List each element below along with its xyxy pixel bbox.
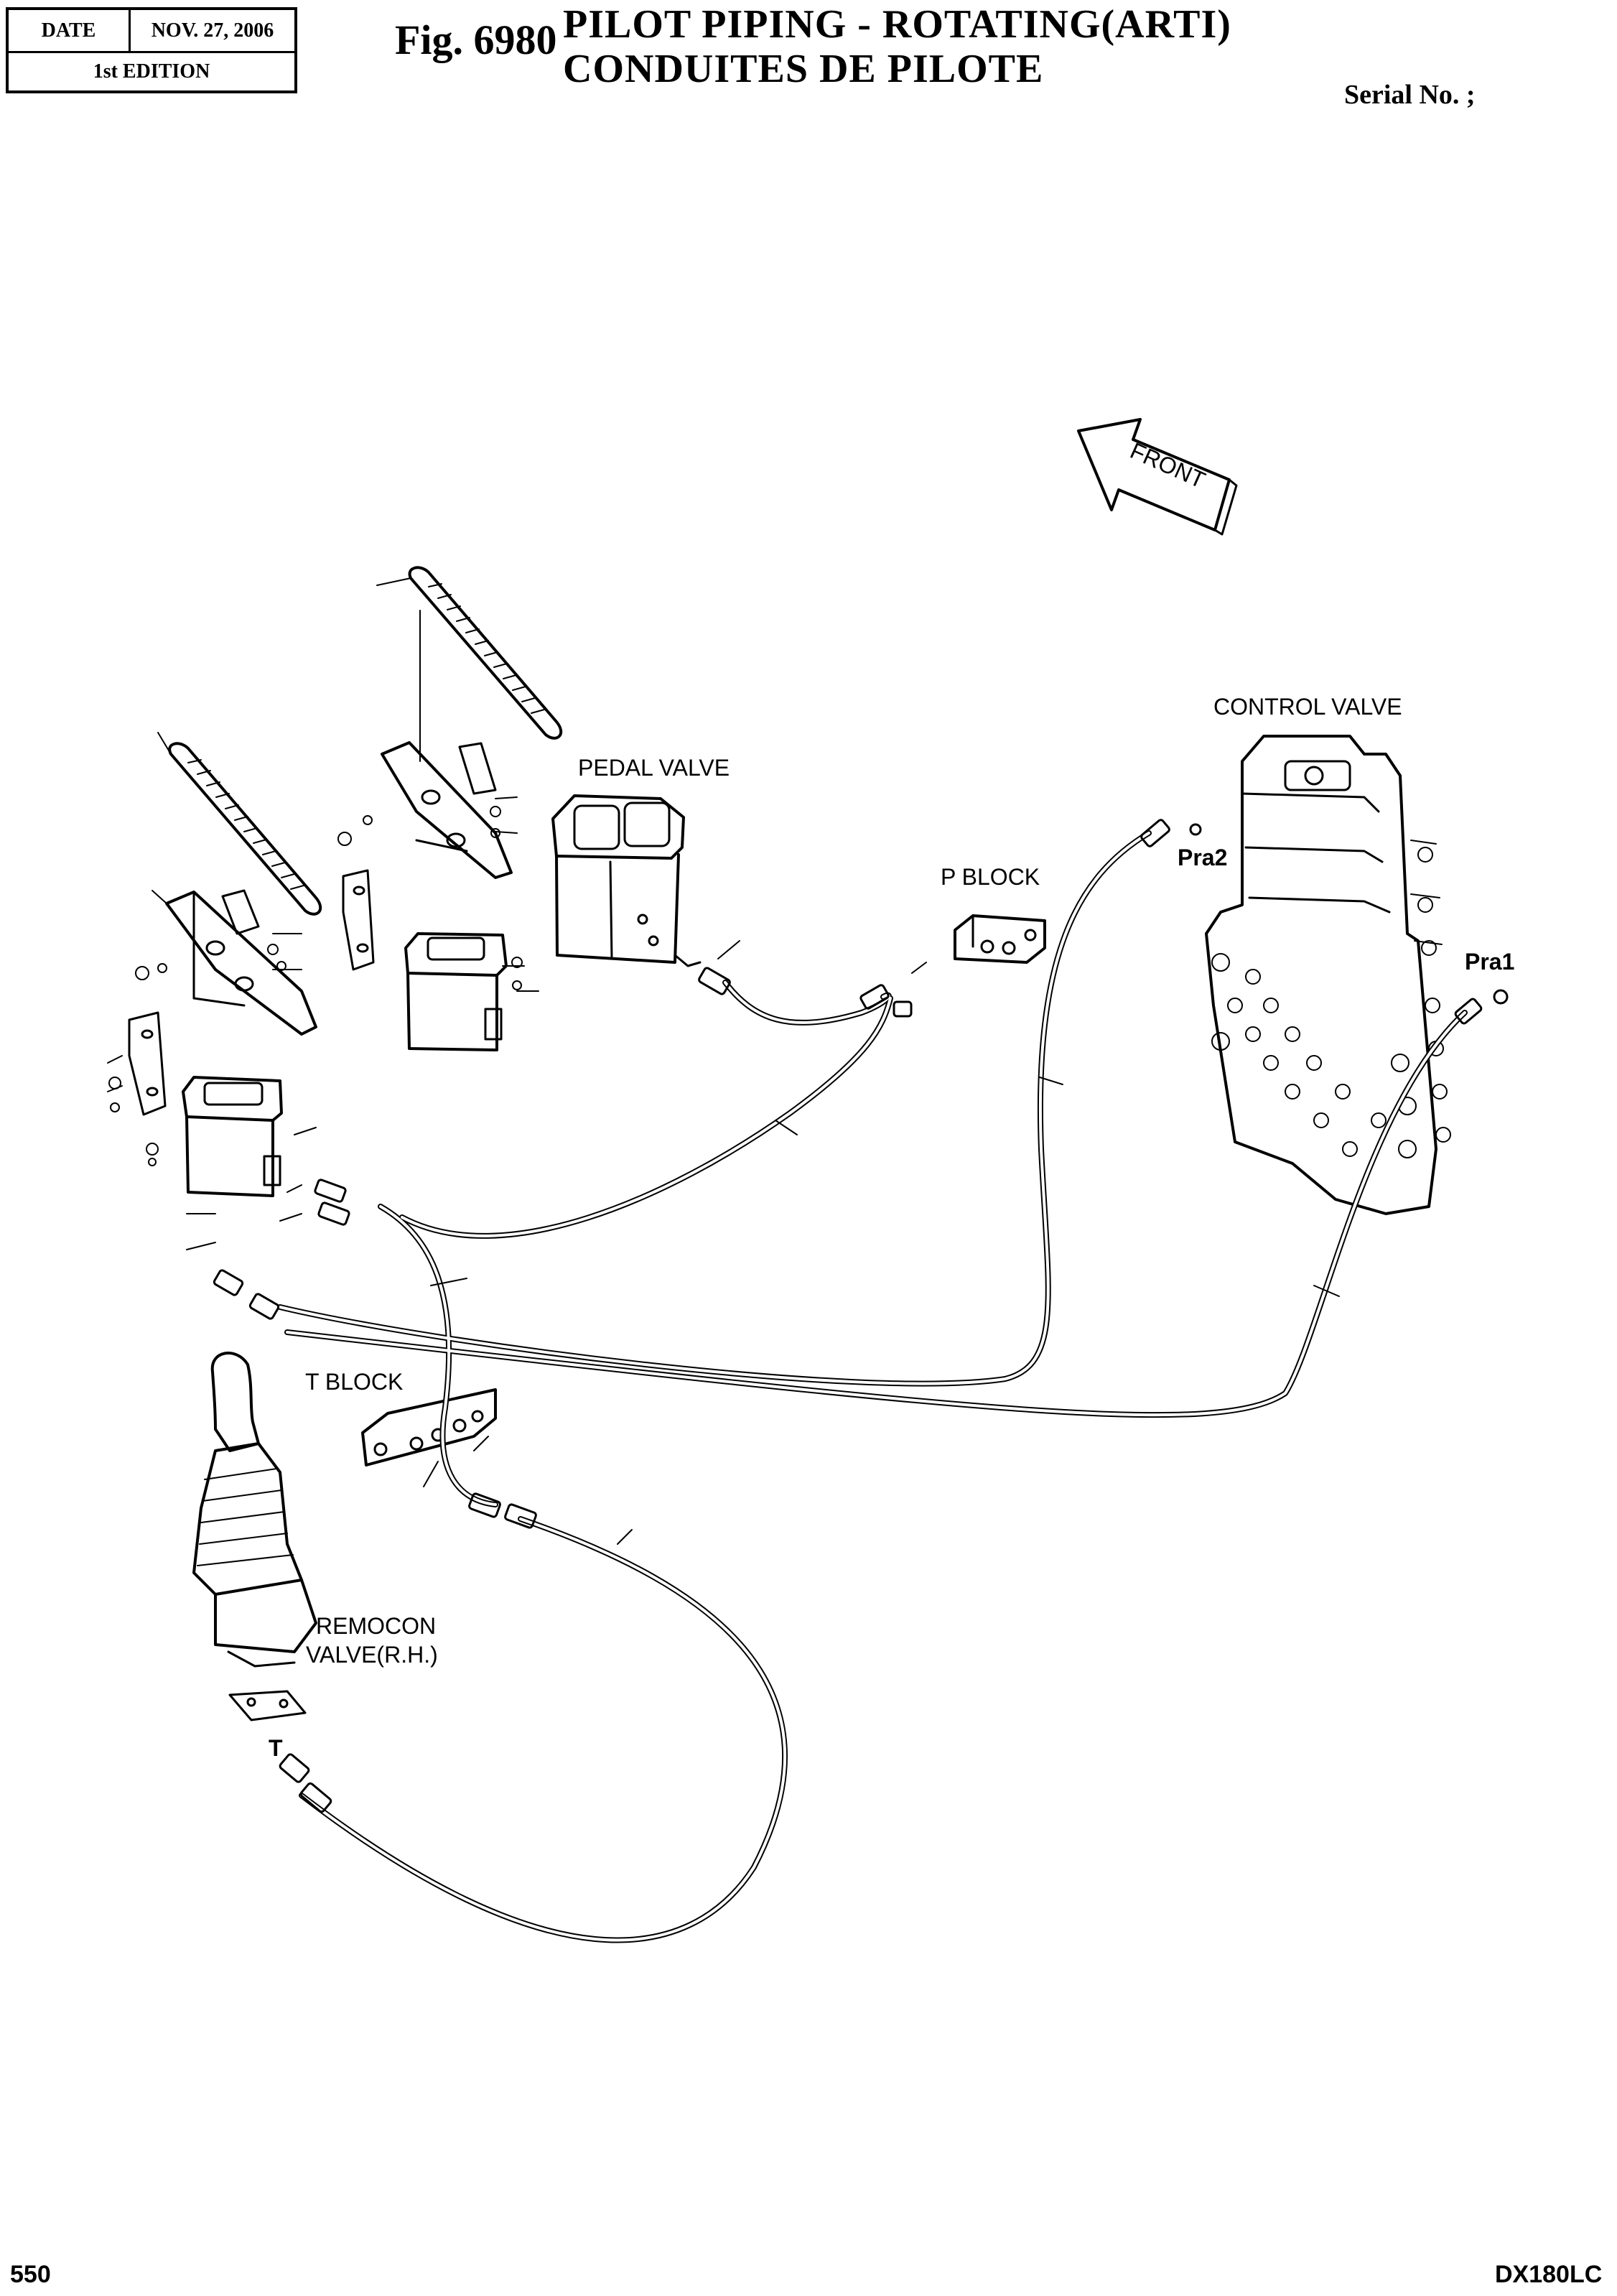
p-block <box>954 914 1046 964</box>
serial-number: Serial No. ; <box>1344 80 1476 110</box>
control-valve <box>1205 735 1451 1215</box>
front-arrow: FRONT <box>1077 418 1238 536</box>
date-label: DATE <box>9 10 131 53</box>
figure-number: Fig. 6980 <box>395 17 557 63</box>
bracket-right <box>342 869 375 971</box>
port-pra1-label: Pra1 <box>1465 949 1514 975</box>
page-number: 550 <box>10 2261 51 2288</box>
title-english: PILOT PIPING - ROTATING(ARTI) <box>563 2 1231 47</box>
remocon-valve <box>192 1352 317 1721</box>
remocon-label-line2: VALVE(R.H.) <box>306 1642 438 1668</box>
edition-label: 1st EDITION <box>93 60 210 83</box>
leader-lines <box>107 796 1340 1545</box>
title-french: CONDUITES DE PILOTE <box>563 47 1044 91</box>
control-valve-label: CONTROL VALVE <box>1213 694 1402 720</box>
port-t-label: T <box>269 1735 283 1761</box>
t-block-label: T BLOCK <box>305 1369 403 1395</box>
model-number: DX180LC <box>1495 2261 1603 2288</box>
bracket-left <box>128 1011 167 1116</box>
right-pedal-valve-body <box>404 932 508 1051</box>
hose-highlights <box>279 832 1466 1942</box>
pedal-valve <box>551 794 702 967</box>
left-pedal-valve-body <box>182 1076 283 1197</box>
front-label: FRONT <box>1127 437 1209 493</box>
t-block <box>361 1388 497 1467</box>
pedal-hardware <box>108 806 523 1166</box>
pedal-right <box>376 566 563 879</box>
edition-stamp: DATE NOV. 27, 2006 1st EDITION <box>6 7 297 93</box>
pilot-hoses <box>277 830 1468 1943</box>
p-block-label: P BLOCK <box>941 864 1040 890</box>
pedal-left <box>152 732 322 1036</box>
hose-fittings <box>213 819 1509 1813</box>
remocon-label-line1: REMOCON <box>316 1613 436 1639</box>
date-value: NOV. 27, 2006 <box>131 10 294 53</box>
port-pra2-label: Pra2 <box>1178 845 1227 870</box>
pedal-valve-label: PEDAL VALVE <box>578 755 730 781</box>
